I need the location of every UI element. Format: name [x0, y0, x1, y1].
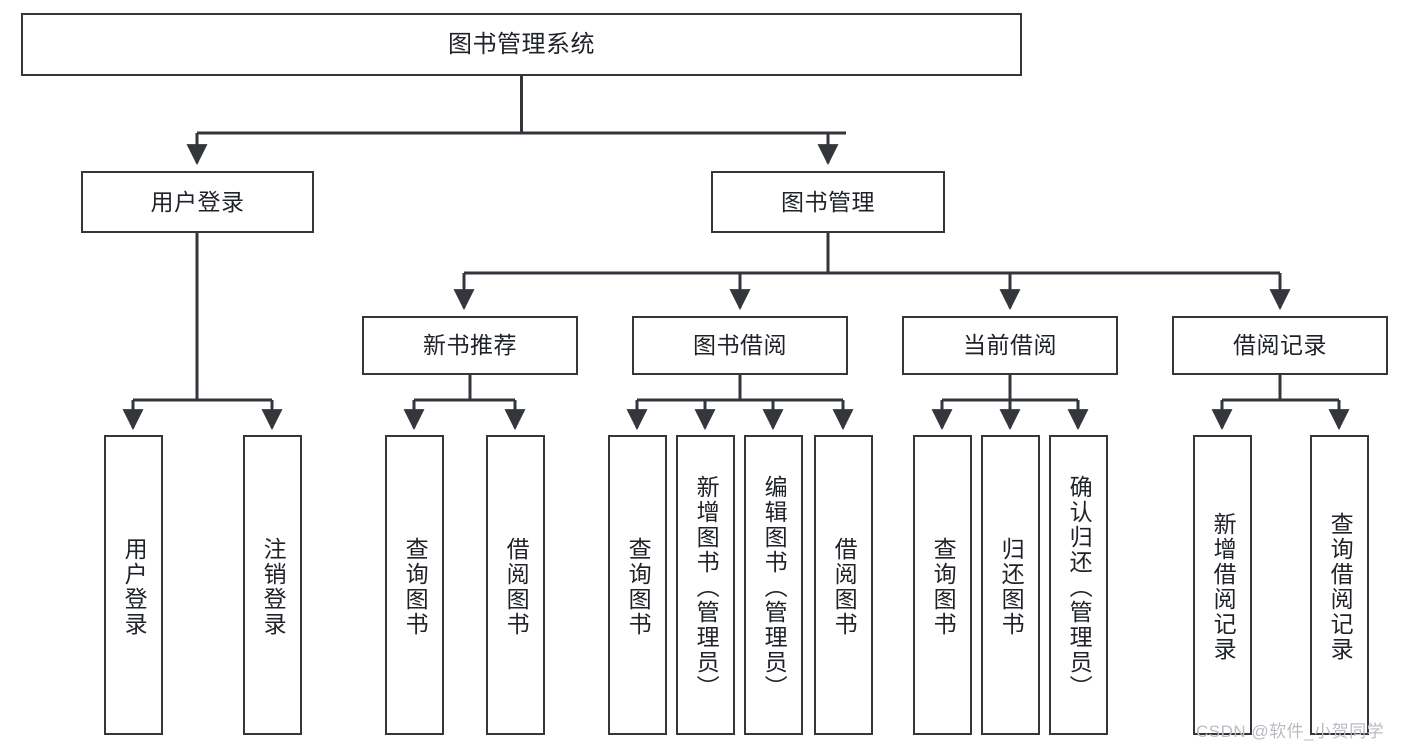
- leaf-add-record[interactable]: 新增借阅记录: [1193, 435, 1252, 735]
- node-current-borrow-label: 当前借阅: [963, 332, 1057, 359]
- leaf-query-book-1[interactable]: 查询图书: [385, 435, 444, 735]
- leaf-query-book-3-label: 查询图书: [930, 537, 957, 637]
- leaf-borrow-book-2-label: 借阅图书: [831, 537, 858, 637]
- leaf-query-book-3[interactable]: 查询图书: [913, 435, 972, 735]
- node-user-login[interactable]: 用户登录: [81, 171, 314, 233]
- leaf-borrow-book-1-label: 借阅图书: [503, 537, 530, 637]
- leaf-edit-book[interactable]: 编辑图书（管理员）: [744, 435, 803, 735]
- leaf-return-book[interactable]: 归还图书: [981, 435, 1040, 735]
- leaf-add-record-label: 新增借阅记录: [1210, 512, 1237, 662]
- node-root[interactable]: 图书管理系统: [21, 13, 1022, 76]
- csdn-watermark: CSDN @软件_小贺同学: [1196, 722, 1385, 741]
- node-book-management-label: 图书管理: [781, 188, 875, 215]
- leaf-add-book-label: 新增图书（管理员）: [693, 474, 720, 700]
- leaf-borrow-book-1[interactable]: 借阅图书: [486, 435, 545, 735]
- node-book-borrow-label: 图书借阅: [693, 332, 787, 359]
- node-book-management[interactable]: 图书管理: [711, 171, 945, 233]
- leaf-confirm-return[interactable]: 确认归还（管理员）: [1049, 435, 1108, 735]
- leaf-user-login-label: 用户登录: [121, 537, 148, 637]
- leaf-query-record-label: 查询借阅记录: [1327, 512, 1354, 662]
- node-root-label: 图书管理系统: [448, 30, 595, 58]
- leaf-add-book[interactable]: 新增图书（管理员）: [676, 435, 735, 735]
- leaf-confirm-return-label: 确认归还（管理员）: [1066, 474, 1093, 700]
- leaf-query-book-1-label: 查询图书: [402, 537, 429, 637]
- leaf-return-book-label: 归还图书: [998, 537, 1025, 637]
- leaf-logout-label: 注销登录: [260, 537, 287, 637]
- leaf-logout[interactable]: 注销登录: [243, 435, 302, 735]
- node-book-borrow[interactable]: 图书借阅: [632, 316, 848, 375]
- node-borrow-record[interactable]: 借阅记录: [1172, 316, 1388, 375]
- node-new-book-recommend[interactable]: 新书推荐: [362, 316, 578, 375]
- leaf-borrow-book-2[interactable]: 借阅图书: [814, 435, 873, 735]
- leaf-query-record[interactable]: 查询借阅记录: [1310, 435, 1369, 735]
- node-current-borrow[interactable]: 当前借阅: [902, 316, 1118, 375]
- leaf-query-book-2[interactable]: 查询图书: [608, 435, 667, 735]
- leaf-edit-book-label: 编辑图书（管理员）: [761, 474, 788, 700]
- node-user-login-label: 用户登录: [150, 188, 245, 215]
- leaf-user-login[interactable]: 用户登录: [104, 435, 163, 735]
- node-new-book-recommend-label: 新书推荐: [423, 332, 517, 359]
- leaf-query-book-2-label: 查询图书: [625, 537, 652, 637]
- node-borrow-record-label: 借阅记录: [1233, 332, 1327, 359]
